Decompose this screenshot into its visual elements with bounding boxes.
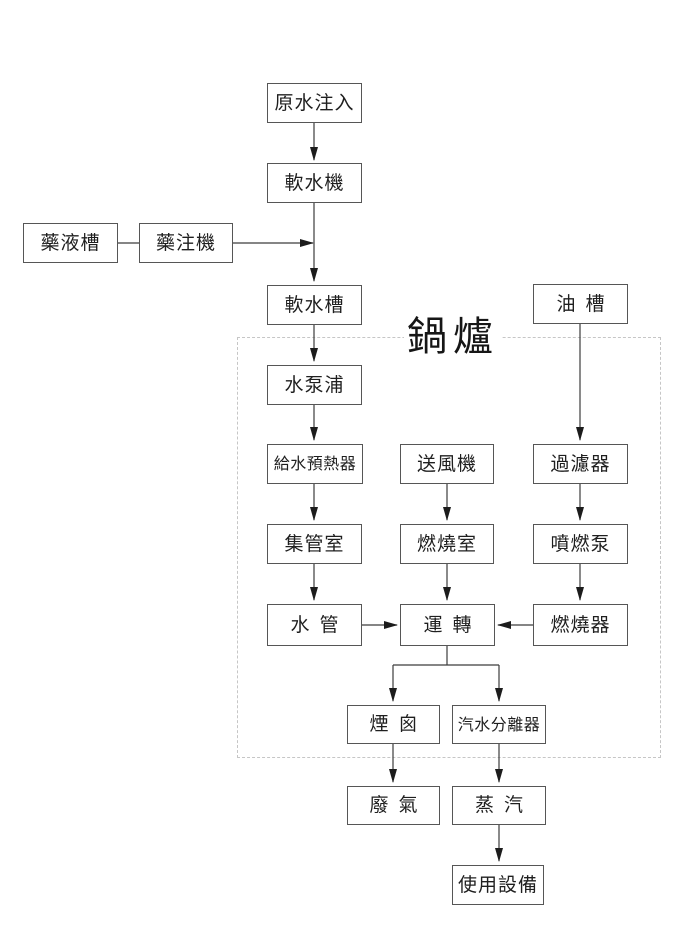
node-label: 軟水機 — [284, 171, 345, 194]
node-burner-pump: 噴燃泵 — [533, 524, 628, 564]
node-feedwater-preheater: 給水預熱器 — [267, 444, 363, 484]
node-blower: 送風機 — [400, 444, 494, 484]
node-label: 原水注入 — [274, 91, 355, 114]
node-header-room: 集管室 — [267, 524, 362, 564]
node-label: 煙囪 — [369, 713, 428, 735]
node-steam-water-separator: 汽水分離器 — [452, 705, 546, 744]
node-water-tubes: 水管 — [267, 604, 362, 646]
node-label: 過濾器 — [550, 452, 611, 475]
node-label: 燃燒器 — [550, 613, 611, 636]
node-label: 送風機 — [416, 452, 477, 475]
node-water-pump: 水泵浦 — [267, 365, 362, 405]
node-oil-filter: 過濾器 — [533, 444, 628, 484]
node-label: 燃燒室 — [416, 532, 477, 555]
node-label: 藥液槽 — [40, 231, 101, 254]
node-operation: 運轉 — [400, 604, 495, 646]
node-label: 噴燃泵 — [550, 532, 611, 555]
node-label: 軟水槽 — [284, 293, 345, 316]
node-label: 運轉 — [423, 613, 482, 636]
node-label: 廢氣 — [369, 794, 428, 816]
node-label: 使用設備 — [457, 873, 538, 896]
node-label: 集管室 — [284, 532, 345, 555]
node-steam: 蒸汽 — [452, 786, 546, 825]
node-label: 水管 — [290, 613, 349, 636]
node-chemical-injector: 藥注機 — [139, 223, 233, 263]
node-label: 油槽 — [556, 292, 615, 315]
node-raw-water-inlet: 原水注入 — [267, 83, 362, 123]
node-combustion-chamber: 燃燒室 — [400, 524, 494, 564]
node-label: 汽水分離器 — [457, 714, 541, 734]
node-soft-water-tank: 軟水槽 — [267, 285, 362, 325]
node-consuming-equipment: 使用設備 — [452, 865, 544, 905]
node-oil-tank: 油槽 — [533, 284, 628, 324]
node-burner: 燃燒器 — [533, 604, 628, 646]
node-label: 蒸汽 — [474, 794, 533, 816]
node-label: 藥注機 — [155, 231, 216, 254]
node-label: 水泵浦 — [284, 373, 345, 396]
node-chimney: 煙囪 — [347, 705, 440, 744]
node-chemical-tank: 藥液槽 — [23, 223, 118, 263]
node-water-softener: 軟水機 — [267, 163, 362, 203]
boiler-region-title: 鍋爐 — [404, 315, 502, 359]
node-label: 給水預熱器 — [273, 454, 357, 473]
node-exhaust-gas: 廢氣 — [347, 786, 440, 825]
